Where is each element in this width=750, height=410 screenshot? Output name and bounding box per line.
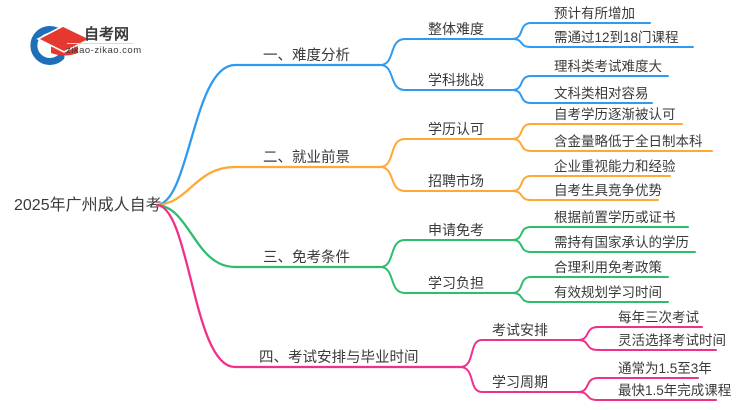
branch2-leaf3-node[interactable]: 企业重视能力和经验: [554, 158, 676, 174]
branch-2-group: 二、就业前景 学历认可 招聘市场 自考学历逐渐被认可 含金量略低于全日制本科 企…: [155, 107, 713, 207]
branch2-leaf4-line: [511, 190, 659, 201]
branch4-leaf4-line: [577, 391, 717, 401]
logo: 自考网 zikao-zikao.com: [30, 25, 142, 65]
branch4-node[interactable]: 四、考试安排与毕业时间: [259, 349, 419, 366]
cap-board: [36, 25, 92, 53]
branch3-leaf3-node[interactable]: 合理利用免考政策: [554, 259, 662, 275]
branch2-sub1-line: [379, 138, 513, 168]
logo-title: 自考网: [84, 25, 129, 43]
branch-4-group: 四、考试安排与毕业时间 考试安排 学习周期 每年三次考试 灵活选择考试时间 通常…: [155, 203, 731, 401]
branch1-leaf2-node[interactable]: 需通过12到18门课程: [554, 30, 679, 45]
branch3-sub2-node[interactable]: 学习负担: [428, 275, 484, 291]
branch2-node[interactable]: 二、就业前景: [263, 149, 350, 166]
branch-3-group: 三、免考条件 申请免考 学习负担 根据前置学历或证书 需持有国家承认的学历 合理…: [155, 203, 696, 303]
branch-1-group: 一、难度分析 整体难度 学科挑战 预计有所增加 需通过12到18门课程 理科类考…: [155, 6, 694, 207]
branch4-sub2-node[interactable]: 学习周期: [492, 374, 548, 390]
branch1-leaf3-node[interactable]: 理科类考试难度大: [554, 59, 662, 74]
branch2-sub2-node[interactable]: 招聘市场: [428, 173, 484, 189]
branch4-leaf4-node[interactable]: 最快1.5年完成课程: [618, 383, 731, 398]
branch1-leaf4-line: [511, 89, 653, 104]
branch1-node[interactable]: 一、难度分析: [263, 47, 350, 64]
branch3-node[interactable]: 三、免考条件: [263, 249, 350, 266]
branch1-sub2-line: [379, 64, 513, 91]
logo-crescent-icon: [30, 26, 65, 65]
root-to-branch1-line: [155, 63, 382, 207]
branch3-leaf1-node[interactable]: 根据前置学历或证书: [554, 209, 676, 225]
branch1-sub2-node[interactable]: 学科挑战: [428, 72, 484, 88]
logo-domain: zikao-zikao.com: [66, 45, 142, 56]
branch2-leaf2-line: [511, 138, 713, 152]
branch3-sub1-node[interactable]: 申请免考: [428, 222, 484, 238]
branch4-sub2-line: [459, 366, 579, 393]
root-to-branch2-line: [155, 165, 382, 207]
branch2-sub1-node[interactable]: 学历认可: [428, 121, 484, 137]
branch1-leaf1-node[interactable]: 预计有所增加: [554, 6, 635, 21]
logo-graduation-cap-icon: [36, 25, 92, 56]
branch2-leaf4-node[interactable]: 自考生具竞争优势: [554, 182, 662, 198]
root-node[interactable]: 2025年广州成人自考: [14, 196, 162, 214]
root-to-branch3-line: [155, 203, 382, 269]
branch3-sub1-line: [379, 239, 513, 268]
branch3-leaf4-line: [511, 292, 669, 303]
branch4-leaf1-node[interactable]: 每年三次考试: [618, 310, 699, 325]
branch3-leaf2-node[interactable]: 需持有国家承认的学历: [554, 234, 689, 250]
branch4-leaf3-node[interactable]: 通常为1.5至3年: [618, 361, 712, 376]
branch4-sub1-node[interactable]: 考试安排: [492, 322, 548, 338]
branch3-leaf4-node[interactable]: 有效规划学习时间: [554, 285, 662, 300]
root-to-branch4-line: [155, 203, 462, 369]
branch3-sub2-line: [379, 266, 513, 294]
branch1-sub1-line: [379, 38, 513, 66]
branch2-sub2-line: [379, 166, 513, 192]
branch3-leaf2-line: [511, 239, 696, 253]
branch1-leaf2-line: [511, 38, 694, 48]
branch1-sub1-node[interactable]: 整体难度: [428, 21, 484, 37]
branch2-leaf1-node[interactable]: 自考学历逐渐被认可: [554, 107, 676, 122]
branch1-leaf4-node[interactable]: 文科类相对容易: [554, 85, 649, 101]
branch4-leaf2-node[interactable]: 灵活选择考试时间: [618, 333, 726, 348]
branch2-leaf2-node[interactable]: 含金量略低于全日制本科: [554, 133, 703, 149]
branch4-sub1-line: [459, 339, 579, 368]
branch4-leaf2-line: [577, 339, 717, 351]
